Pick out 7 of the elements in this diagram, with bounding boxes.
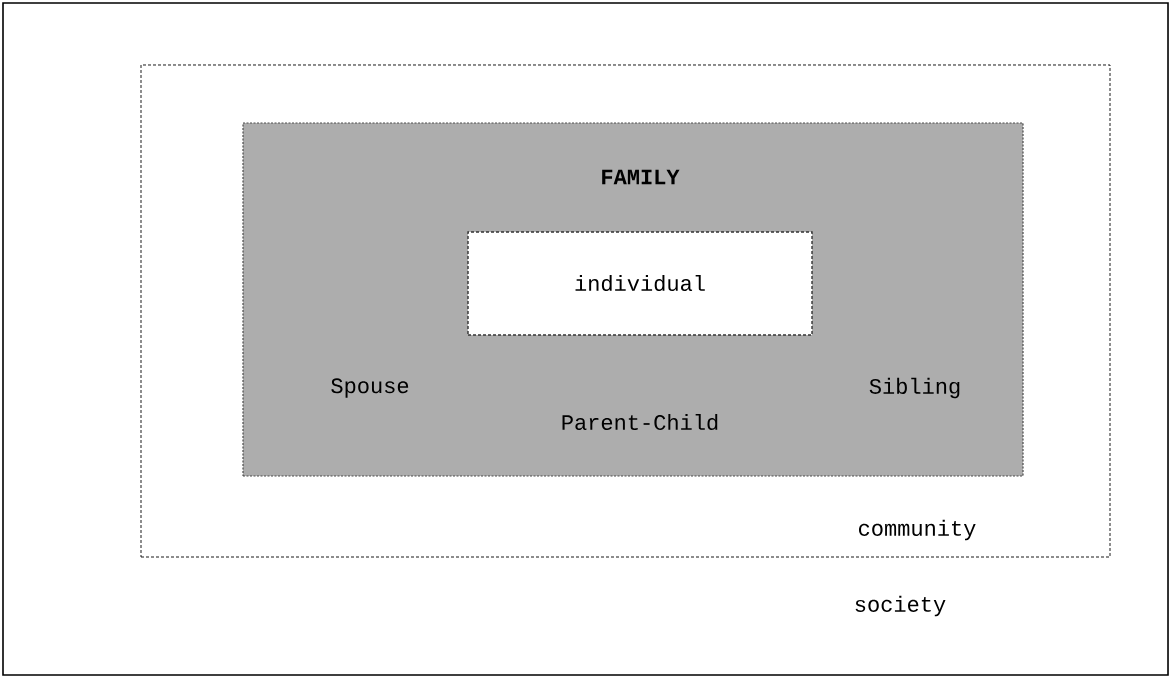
box-label: community: [859, 519, 976, 541]
box-label: Sibling: [869, 377, 960, 399]
box-label: FAMILY: [602, 169, 680, 185]
box-label: Parent-Child: [562, 413, 718, 431]
box-label: Spouse: [331, 378, 409, 398]
box-label: society: [855, 595, 946, 617]
box-label: individual: [575, 274, 705, 292]
